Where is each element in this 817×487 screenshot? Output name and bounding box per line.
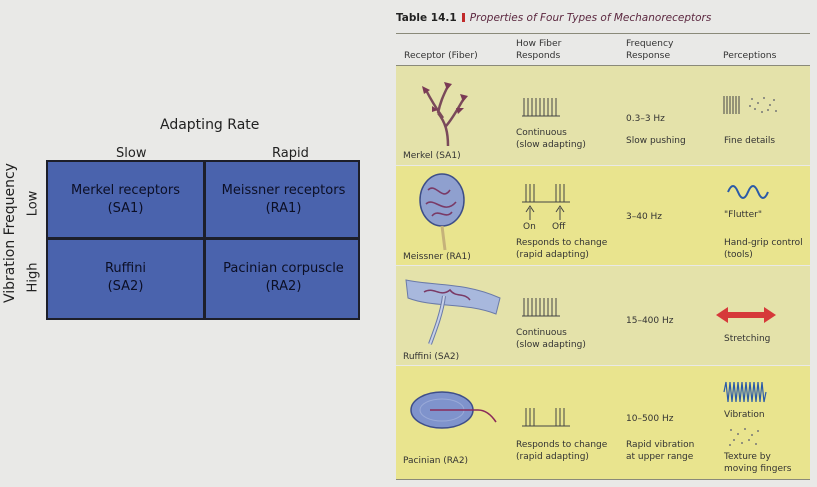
table-row [396,66,810,165]
response-text: (rapid adapting) [516,250,589,260]
cell-line: (SA1) [107,200,144,216]
frequency-text: Slow pushing [626,136,686,146]
grid-divider-horizontal [48,237,358,240]
continuous-spikes-icon [522,98,560,117]
perception-text: moving fingers [724,464,792,474]
title-bar-icon [461,13,465,22]
header-line: How Fiber [516,38,562,49]
cell-line: Pacinian corpuscle [223,260,344,276]
cell-line: (RA2) [265,278,302,294]
perception-text: Fine details [724,136,776,146]
cell-line: Meissner receptors [221,182,346,198]
perception-text: Hand-grip control [724,238,803,248]
frequency-text: 15–400 Hz [626,316,674,326]
on-label: On [523,222,536,232]
header-how-fiber-responds: How Fiber Responds [516,38,561,61]
perception-text: "Flutter" [724,210,762,220]
texture-dots-icon [729,428,759,446]
response-text: (slow adapting) [516,140,586,150]
cell-line: Merkel receptors [71,182,180,198]
cell-line: (RA1) [265,200,302,216]
table-top-rule [396,33,810,34]
table-header-rule [396,65,810,66]
column-header-rapid: Rapid [272,146,309,161]
row-header-high: High [25,262,41,293]
frequency-text: Rapid vibration [626,440,695,450]
response-text: Responds to change [516,440,608,450]
frequency-text: 0.3–3 Hz [626,114,665,124]
frequency-text: 3–40 Hz [626,212,663,222]
response-text: (rapid adapting) [516,452,589,462]
header-receptor: Receptor (Fiber) [404,50,478,61]
grid-cell-merkel: Merkel receptors (SA1) [48,162,203,237]
grid-cell-pacinian: Pacinian corpuscle (RA2) [206,240,361,315]
header-line: Responds [516,49,561,61]
ruffini-illustration-icon [405,279,501,345]
response-text: Continuous [516,328,567,338]
merkel-illustration-icon [422,82,468,147]
pacinian-illustration-icon [410,391,497,429]
perception-text: Stretching [724,334,771,344]
cell-line: (SA2) [107,278,144,294]
perception-text: Vibration [724,410,765,420]
rapid-spikes-icon [522,184,570,220]
table-caption: Properties of Four Types of Mechanorecep… [469,12,712,24]
frequency-text: at upper range [626,452,694,462]
header-line: Response [626,49,671,61]
receptor-grid: Merkel receptors (SA1) Meissner receptor… [46,160,360,320]
frequency-text: 10–500 Hz [626,414,674,424]
fine-details-icon [723,96,777,114]
double-arrow-icon [716,307,776,323]
vibration-wave-icon [723,381,767,403]
column-header-slow: Slow [116,146,147,161]
meissner-illustration-icon [419,173,465,251]
grid-title: Adapting Rate [160,117,260,133]
perception-text: (tools) [724,250,753,260]
table-title: Table 14.1 Properties of Four Types of Me… [396,12,711,24]
response-text: Continuous [516,128,567,138]
header-frequency-response: Frequency Response [626,38,673,61]
receptor-name: Pacinian (RA2) [403,456,469,466]
grid-divider-vertical [203,162,206,318]
table-bottom-rule [396,479,810,480]
table-number: Table 14.1 [396,12,457,24]
sine-wave-icon [727,185,769,199]
receptor-name: Merkel (SA1) [403,151,461,161]
receptor-name: Ruffini (SA2) [403,352,460,362]
off-label: Off [552,222,566,232]
row-header-low: Low [25,190,41,217]
header-perceptions: Perceptions [723,50,777,61]
continuous-spikes-icon [522,298,560,317]
rapid-spikes-icon [522,408,570,427]
receptor-name: Meissner (RA1) [403,252,471,262]
row-axis-label: Vibration Frequency [2,163,18,303]
response-text: Responds to change [516,238,608,248]
grid-cell-ruffini: Ruffini (SA2) [48,240,203,315]
perception-text: Texture by [724,452,771,462]
table-row [396,166,810,265]
cell-line: Ruffini [104,260,147,276]
grid-cell-meissner: Meissner receptors (RA1) [206,162,361,237]
response-text: (slow adapting) [516,340,586,350]
header-line: Frequency [626,38,674,49]
